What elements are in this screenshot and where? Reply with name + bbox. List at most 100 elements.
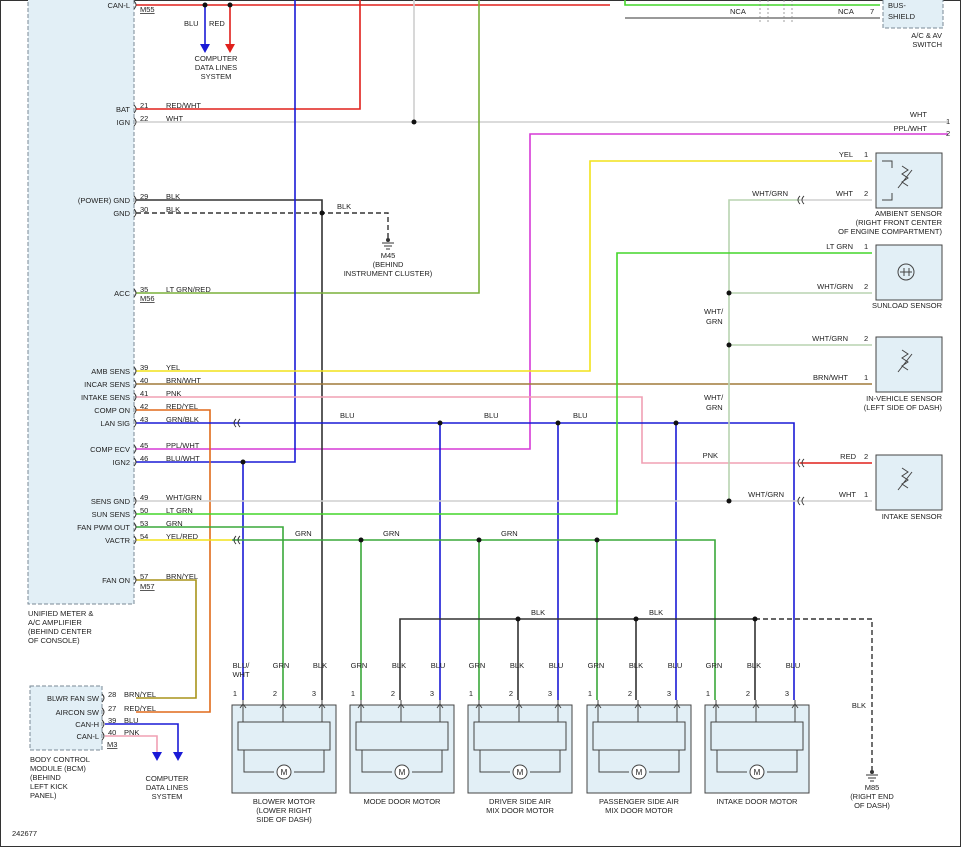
bcm-pin-label: CAN-H: [75, 720, 99, 729]
motor-wire-label: BLU/: [233, 661, 251, 670]
motor-wire-label: GRN: [706, 661, 723, 670]
m45-loc-1: (BEHIND: [373, 260, 404, 269]
right-ppl-label: PPL/WHT: [894, 124, 928, 133]
amp-pin-number: 54: [140, 532, 148, 541]
wire-whtgrn-vertical: [728, 199, 800, 501]
bcm-pin-wire: BLU: [124, 716, 139, 725]
wire-power-gnd: [136, 199, 323, 700]
amp-pin-wire: WHT: [166, 114, 183, 123]
switch-pin-shield: SHIELD: [888, 12, 916, 21]
motor-wire-label: BLK: [629, 661, 643, 670]
amp-pin-label: CAN-L: [107, 1, 130, 10]
motor-pin-number: 1: [351, 689, 355, 698]
ambient-w1: YEL: [839, 150, 853, 159]
amp-pin-wire: YEL/RED: [166, 532, 199, 541]
switch-nca-right: NCA: [838, 7, 854, 16]
amp-pin-number: 50: [140, 506, 148, 515]
amp-pin-connector-icon: [133, 457, 137, 467]
invehicle-name-2: (LEFT SIDE OF DASH): [864, 403, 943, 412]
cdl-top-label-1: COMPUTER: [195, 54, 239, 63]
wire-fan-on: [136, 579, 197, 699]
amp-pin-number: 39: [140, 363, 148, 372]
cdl-top-label-2: DATA LINES: [195, 63, 237, 72]
switch-name-1: A/C & AV: [911, 31, 942, 40]
amp-pin-connector-icon: [133, 575, 137, 585]
amp-pin-connector-icon: [133, 117, 137, 127]
motor-wire-label: BLK: [747, 661, 761, 670]
motor-name: MODE DOOR MOTOR: [364, 797, 442, 806]
amp-pin-connector-icon: [133, 405, 137, 415]
amp-pin-label: AMB SENS: [91, 367, 130, 376]
switch-name-2: SWITCH: [912, 40, 942, 49]
m45-wire-label: BLK: [337, 202, 351, 211]
invehicle-p1: 2: [864, 334, 868, 343]
amp-pin-connector-icon: [133, 444, 137, 454]
motor-name: MIX DOOR MOTOR: [486, 806, 554, 815]
right-wht-num: 1: [946, 117, 950, 126]
cdl-top-wire-blu: BLU: [184, 19, 199, 28]
amp-pin-wire: RED/WHT: [166, 101, 201, 110]
amp-pin-label: (POWER) GND: [78, 196, 131, 205]
motor-name: PASSENGER SIDE AIR: [599, 797, 679, 806]
motor-wire-label: BLU: [549, 661, 564, 670]
amp-pin-number: 53: [140, 519, 148, 528]
cdl-bottom-label-1: COMPUTER: [146, 774, 190, 783]
amplifier-name-2: A/C AMPLIFIER: [28, 618, 82, 627]
amp-pin-connector-icon: [133, 418, 137, 428]
amp-pin-connector-icon: [133, 195, 137, 205]
motor-wire-label: GRN: [588, 661, 605, 670]
motor-wire-label: BLU: [431, 661, 446, 670]
motor-symbol-icon: M: [399, 768, 406, 777]
amp-pin-connector-icon: [133, 366, 137, 376]
motor-pin-number: 2: [273, 689, 277, 698]
sunload-sensor: [875, 244, 943, 301]
amp-pin-label: COMP ECV: [90, 445, 130, 454]
intake-sensor-w2: WHT: [839, 490, 856, 499]
right-ppl-num: 2: [946, 129, 950, 138]
motor-pin-number: 2: [391, 689, 395, 698]
motor-wire-label: BLK: [392, 661, 406, 670]
motor-wire-label: WHT: [232, 670, 249, 679]
ground-m85-icon: [866, 770, 878, 782]
amp-pin-number: 41: [140, 389, 148, 398]
amp-pin-wire: YEL: [166, 363, 180, 372]
right-wht-label: WHT: [910, 110, 927, 119]
wire-sun-sens: [136, 252, 872, 515]
bcm-pin-label: BLWR FAN SW: [47, 694, 100, 703]
amp-pin-wire: WHT/GRN: [166, 493, 202, 502]
amp-pin-connector-icon: [133, 208, 137, 218]
m45-loc-2: INSTRUMENT CLUSTER): [344, 269, 433, 278]
bcm-name-1: BODY CONTROL: [30, 755, 90, 764]
cdl-bottom-label-3: SYSTEM: [152, 792, 183, 801]
m85-wire-label: BLK: [852, 701, 866, 710]
motor-pin-number: 2: [509, 689, 513, 698]
splice-points: [202, 2, 758, 622]
figure-id: 242677: [12, 829, 37, 838]
motor-name: BLOWER MOTOR: [253, 797, 316, 806]
cdl-top-blu-arrow-icon: [200, 44, 210, 53]
wire-amb-sens: [136, 160, 872, 372]
vertical-whtgrn-1a: WHT/: [704, 307, 724, 316]
wire-gnd-m45: [136, 212, 389, 238]
amp-pin-label: GND: [113, 209, 130, 218]
amplifier-module: [27, 0, 135, 605]
intake-sensor-p1: 2: [864, 452, 868, 461]
amp-pin-label: INCAR SENS: [84, 380, 130, 389]
connector-m57: M57: [140, 582, 155, 591]
bcm-name-2: MODULE (BCM): [30, 764, 86, 773]
bus-blu-2: BLU: [484, 411, 499, 420]
bus-grn-2: GRN: [383, 529, 400, 538]
invehicle-name-1: IN-VEHICLE SENSOR: [866, 394, 942, 403]
sunload-p2: 2: [864, 282, 868, 291]
motor-pin-number: 3: [548, 689, 552, 698]
bcm-pin-connector-icon: [101, 719, 105, 729]
amp-pin-connector-icon: [133, 0, 137, 10]
wire-bcm-can-h: [105, 723, 179, 752]
amp-pin-label: FAN PWM OUT: [77, 523, 130, 532]
ambient-w2: WHT: [836, 189, 853, 198]
motor-name: MIX DOOR MOTOR: [605, 806, 673, 815]
amp-pin-number: 21: [140, 101, 148, 110]
amp-pin-label: ACC: [114, 289, 130, 298]
